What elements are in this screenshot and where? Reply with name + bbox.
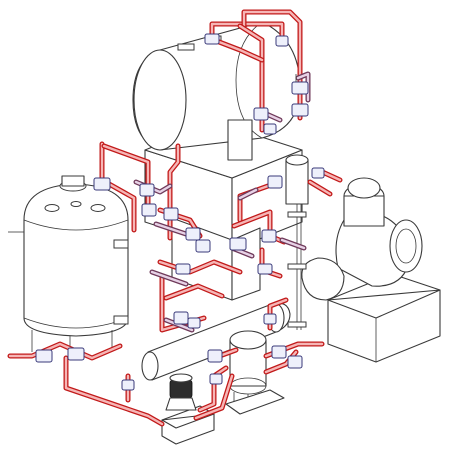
primary-pipe-segment-highlight [64,356,164,426]
primary-pipe-segment-highlight [238,24,264,132]
valve-icon [93,177,111,191]
pump-footing [225,389,285,415]
valve-icon [229,237,247,251]
valve-icon [263,123,277,135]
primary-pipe-segment-highlight [164,284,224,300]
primary-pipe-segment-highlight [100,142,136,232]
primary-pipe-segment-highlight [168,144,180,240]
valve-icon [185,227,201,241]
primary-pipe-segment-highlight [242,10,302,120]
valve-icon [175,263,191,275]
valve-icon [291,103,309,117]
valve-icon [67,347,85,361]
valve-icon [311,167,325,179]
primary-pipe-segment-highlight [212,38,264,62]
secondary-pipe-segment-highlight [164,318,194,332]
primary-pipe-segment-highlight [158,260,242,274]
valve-icon [187,317,201,329]
valve-icon [163,207,179,221]
valve-icon [173,311,189,325]
valves [35,33,325,391]
valve-icon [257,263,273,275]
valve-icon [253,107,269,121]
primary-pipe-segment-highlight [232,210,286,244]
valve-icon [287,355,303,369]
primary-pipe-segment-highlight [194,374,234,420]
valve-icon [209,373,223,385]
valve-icon [271,345,287,359]
primary-pipe-segment-highlight [210,22,284,42]
vertical-tank [8,175,129,358]
pump-motor-assembly [301,177,441,363]
primary-pipe-segment-highlight [8,342,122,360]
primary-pipe-segment-highlight [308,180,332,196]
separator-column [285,154,309,330]
primary-pipe-segment-highlight [198,366,228,412]
secondary-pipe-segment-highlight [238,188,258,200]
valve-icon [121,379,135,391]
valve-icon [207,349,223,363]
valve-icon [263,313,277,325]
valve-icon [195,239,211,253]
valve-icon [141,203,157,217]
valve-icon [267,175,283,189]
secondary-pipe-segment-highlight [150,270,188,286]
valve-icon [291,74,309,95]
secondary-pipe-segment-highlight [280,238,306,250]
valve-icon [204,33,220,45]
valve-icon [261,229,277,243]
valve-icon [139,183,155,197]
valve-icon [35,349,53,363]
valve-icon [275,35,289,47]
